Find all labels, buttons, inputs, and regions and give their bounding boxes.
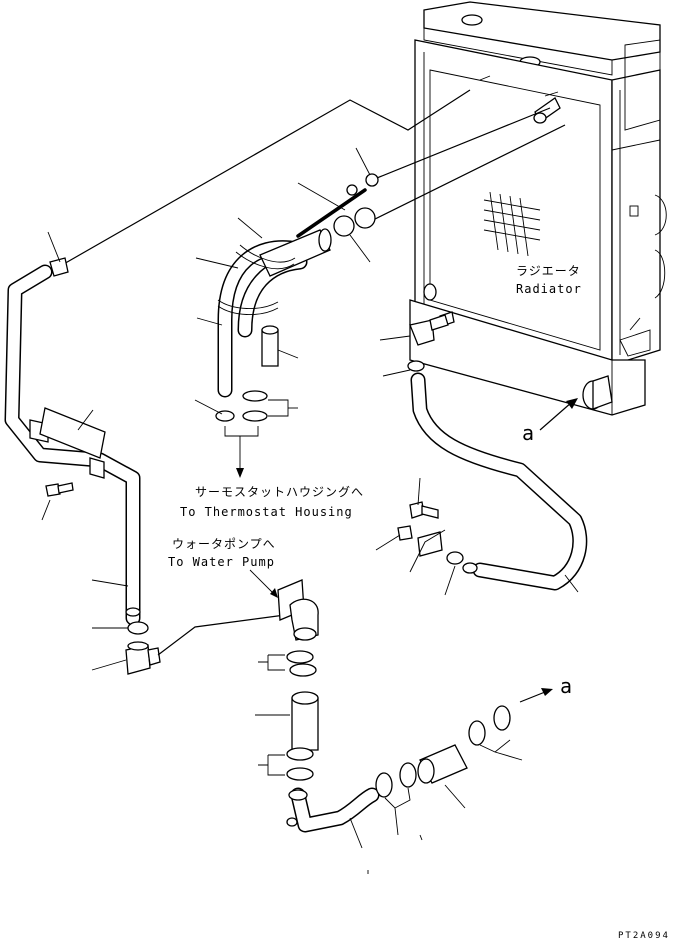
- radiator: [409, 1, 667, 416]
- elbow-fitting-left: [125, 641, 161, 675]
- radiator-lower-pipe: [407, 314, 588, 591]
- radiator-label-en: Radiator: [516, 282, 582, 296]
- arrow-icon-outlet: [541, 688, 553, 696]
- leader-lines: [41, 147, 579, 874]
- drawing-code: PT2A094: [618, 931, 670, 941]
- upper-hose-assembly: [217, 173, 379, 398]
- overflow-lines: [61, 89, 566, 266]
- water-pump-label-jp: ウォータポンプへ: [172, 537, 276, 551]
- arrow-down-icon: [236, 468, 244, 478]
- arrow-icon-pump: [270, 588, 278, 598]
- hose-clamps-lower: [286, 747, 314, 781]
- hose-clamp-left: [127, 621, 149, 635]
- pump-flange-fitting: [277, 579, 319, 641]
- arrow-icon: [566, 398, 578, 409]
- straight-hose-mid: [291, 691, 319, 751]
- hose-clamps-outlet: [375, 762, 417, 798]
- thermostat-label-jp: サーモスタットハウジングへ: [195, 485, 364, 499]
- hose-clamps-far: [468, 705, 511, 746]
- left-breather-tube: [4, 257, 141, 626]
- lower-bent-pipe: [286, 787, 380, 833]
- ref-a-outlet: a: [560, 674, 572, 698]
- bolt-left: [45, 482, 74, 497]
- ref-a-radiator: a: [522, 421, 534, 445]
- water-pump-label-en: To Water Pump: [168, 555, 275, 569]
- radiator-core-mesh: [483, 191, 541, 257]
- outlet-hose: [417, 744, 468, 784]
- hose-clamps-pump: [286, 650, 317, 677]
- bolts-bracket-right: [397, 501, 443, 557]
- thermostat-label-en: To Thermostat Housing: [180, 505, 353, 519]
- radiator-label-jp: ラジエータ: [516, 264, 581, 278]
